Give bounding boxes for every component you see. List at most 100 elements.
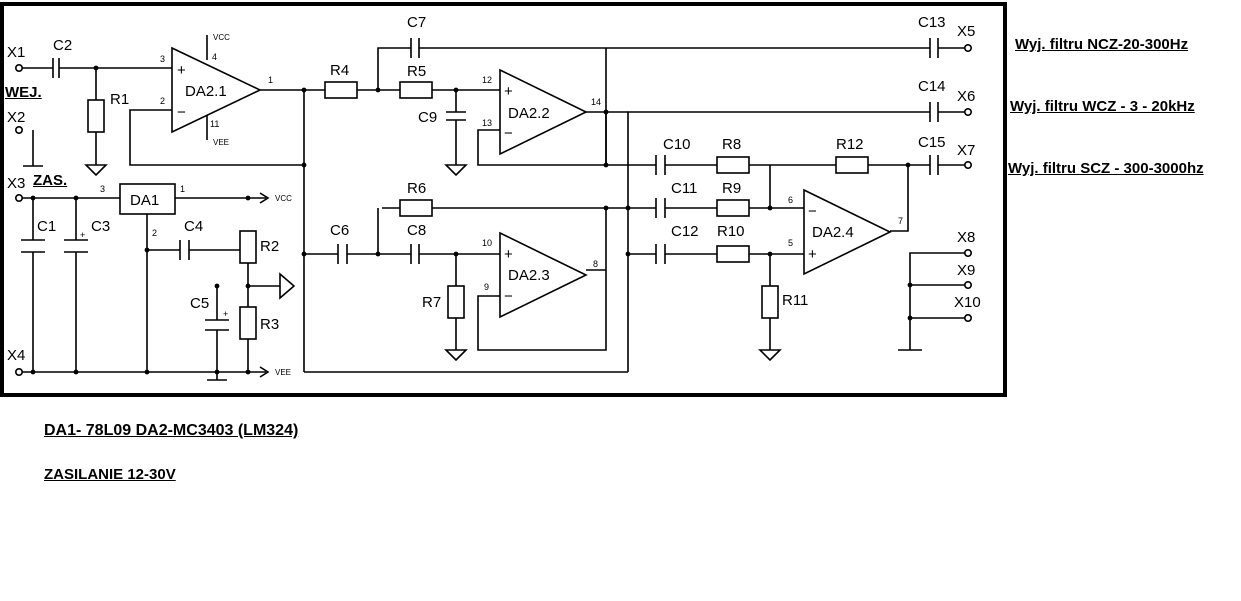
- power-range-note: ZASILANIE 12-30V: [44, 466, 176, 483]
- plus-sign-c3: +: [80, 230, 85, 240]
- label-c4: C4: [184, 218, 203, 235]
- opamp-da2-1: [171, 46, 262, 134]
- label-r2: R2: [260, 238, 279, 255]
- pin-da1-2: 2: [152, 228, 157, 238]
- opamp-da2-4: [803, 188, 892, 276]
- label-c13: C13: [918, 14, 946, 31]
- pin-da1-1: 1: [180, 184, 185, 194]
- plus-sign-da21: +: [177, 62, 186, 79]
- capacitor-c3: [64, 239, 88, 253]
- pin-da24-6: 6: [788, 195, 793, 205]
- plus-sign-da24: +: [808, 246, 817, 263]
- output-wcz-label: Wyj. filtru WCZ - 3 - 20kHz: [1010, 98, 1195, 115]
- label-x1: X1: [7, 44, 25, 61]
- capacitor-c6: [337, 244, 348, 264]
- label-x7: X7: [957, 142, 975, 159]
- pin-da22-14: 14: [591, 97, 601, 107]
- label-r6: R6: [407, 180, 426, 197]
- labels: X1 X2 X3 X4 X5 X6 X7 X8 X9 X10 C2 R1 DA2…: [7, 14, 981, 377]
- label-x6: X6: [957, 88, 975, 105]
- label-r8: R8: [722, 136, 741, 153]
- pin-da23-10: 10: [482, 238, 492, 248]
- label-r12: R12: [836, 136, 864, 153]
- pin-da22-13: 13: [482, 118, 492, 128]
- label-da2-1: DA2.1: [185, 83, 227, 100]
- label-c12: C12: [671, 223, 699, 240]
- label-c1: C1: [37, 218, 56, 235]
- minus-sign-da21: −: [177, 104, 186, 121]
- resistor-r5: [399, 81, 433, 99]
- capacitor-c7: [410, 38, 425, 58]
- label-r1: R1: [110, 91, 129, 108]
- minus-sign-da22: −: [504, 125, 513, 142]
- pin-da1-3: 3: [100, 184, 105, 194]
- capacitors: [21, 38, 944, 331]
- terminal-x8: [963, 249, 972, 258]
- label-da2-3: DA2.3: [508, 267, 550, 284]
- capacitor-c13: [929, 38, 944, 58]
- resistor-r1: [87, 99, 105, 133]
- resistor-r4: [324, 81, 358, 99]
- pin-da24-7: 7: [898, 216, 903, 226]
- resistor-r7: [447, 285, 465, 319]
- pin-da21-1: 1: [268, 75, 273, 85]
- input-label: WEJ.: [5, 84, 42, 101]
- label-x10: X10: [954, 294, 981, 311]
- resistor-r6: [399, 199, 433, 217]
- label-c14: C14: [918, 78, 946, 95]
- capacitor-c9: [446, 111, 466, 121]
- label-r4: R4: [330, 62, 349, 79]
- capacitor-c4: [179, 240, 190, 260]
- label-x5: X5: [957, 23, 975, 40]
- op-amps: [171, 46, 892, 319]
- capacitor-c15: [929, 155, 944, 175]
- label-x4: X4: [7, 347, 25, 364]
- label-da2-4: DA2.4: [812, 224, 854, 241]
- plus-sign-da22: +: [504, 83, 513, 100]
- capacitor-c2: [52, 58, 67, 78]
- terminal-x10: [963, 313, 972, 322]
- label-x3: X3: [7, 175, 25, 192]
- minus-sign-da24: −: [808, 203, 817, 220]
- wires: [19, 35, 968, 380]
- terminal-x5: [963, 43, 972, 52]
- resistor-r12: [835, 156, 869, 174]
- label-x9: X9: [957, 262, 975, 279]
- resistor-r2: [239, 230, 257, 264]
- pin-da21-11: 11: [210, 119, 219, 129]
- resistor-r3: [239, 306, 257, 340]
- label-r7: R7: [422, 294, 441, 311]
- pin-da21-3: 3: [160, 54, 165, 64]
- label-c10: C10: [663, 136, 691, 153]
- opamp-da2-3: [499, 231, 588, 319]
- terminal-x6: [963, 108, 972, 117]
- output-ncz-label: Wyj. filtru NCZ-20-300Hz: [1015, 36, 1189, 53]
- label-c9: C9: [418, 109, 437, 126]
- pin-da21-4: 4: [212, 52, 217, 62]
- vcc-label-opamp: VCC: [213, 33, 230, 42]
- pin-da24-5: 5: [788, 238, 793, 248]
- resistor-r8: [716, 156, 750, 174]
- capacitor-c8: [410, 244, 425, 264]
- label-r10: R10: [717, 223, 745, 240]
- vee-label-opamp: VEE: [213, 138, 229, 147]
- label-x8: X8: [957, 229, 975, 246]
- output-scz-label: Wyj. filtru SCZ - 300-3000hz: [1008, 160, 1204, 177]
- pin-da23-9: 9: [484, 282, 489, 292]
- parts-note: DA1- 78L09 DA2-MC3403 (LM324): [44, 422, 299, 439]
- capacitor-c12: [655, 244, 666, 264]
- terminal-x7: [963, 161, 972, 170]
- label-r11: R11: [782, 292, 808, 309]
- plus-sign-da23: +: [504, 246, 513, 263]
- opamp-da2-2: [499, 68, 588, 156]
- terminal-x9: [963, 280, 972, 289]
- terminal-x2: [15, 126, 24, 135]
- ground-symbols: [23, 164, 922, 381]
- supply-label: ZAS.: [33, 172, 68, 189]
- label-da1: DA1: [130, 192, 159, 209]
- resistor-r10: [716, 245, 750, 263]
- label-c8: C8: [407, 222, 426, 239]
- terminal-x4: [15, 367, 24, 376]
- resistor-r9: [716, 199, 750, 217]
